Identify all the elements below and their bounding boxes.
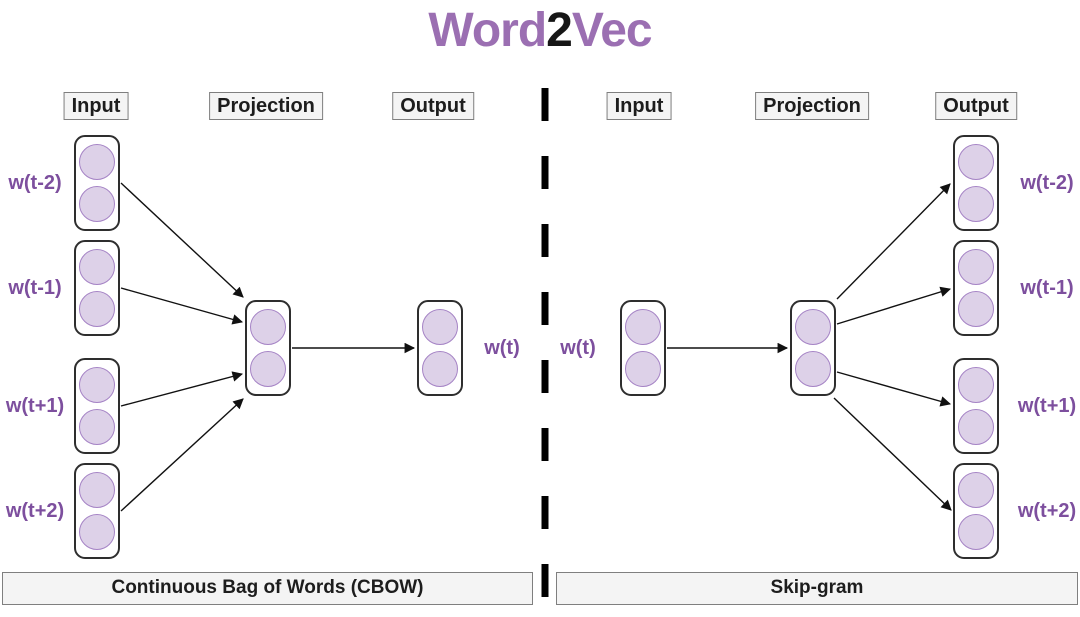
cbow-input-node-1	[74, 135, 120, 231]
arrow-skip-out1	[836, 183, 951, 300]
neuron-circle	[795, 351, 831, 388]
cbow-caption: Continuous Bag of Words (CBOW)	[2, 572, 533, 605]
neuron-circle	[250, 351, 286, 388]
neuron-circle	[422, 351, 458, 388]
skipgram-input-label: w(t)	[560, 337, 596, 359]
neuron-circle	[625, 308, 661, 345]
cbow-input-label-1: w(t-2)	[8, 172, 62, 194]
neuron-circle	[958, 366, 994, 403]
neuron-circle	[625, 351, 661, 388]
skipgram-output-node-4	[953, 463, 999, 559]
neuron-circle	[79, 291, 115, 328]
page-title: Word2Vec	[0, 4, 1080, 57]
arrow-skip-out2	[836, 286, 952, 325]
arrow-skip-out4	[833, 397, 952, 511]
neuron-circle	[79, 409, 115, 446]
neuron-circle	[958, 514, 994, 551]
title-vec: Vec	[571, 4, 653, 57]
skipgram-header-projection: Projection	[755, 92, 869, 120]
neuron-circle	[79, 471, 115, 508]
cbow-header-output: Output	[392, 92, 474, 120]
neuron-circle	[250, 308, 286, 345]
title-word: Word	[428, 4, 547, 57]
arrow-cbow-in4	[120, 398, 244, 512]
neuron-circle	[422, 308, 458, 345]
title-two: 2	[546, 4, 573, 57]
skipgram-input-node	[620, 300, 666, 396]
cbow-input-label-3: w(t+1)	[5, 395, 65, 417]
skipgram-projection-node	[790, 300, 836, 396]
arrow-cbow-in3	[120, 371, 244, 407]
neuron-circle	[958, 471, 994, 508]
cbow-projection-node	[245, 300, 291, 396]
neuron-circle	[79, 186, 115, 223]
neuron-circle	[79, 514, 115, 551]
cbow-input-node-3	[74, 358, 120, 454]
cbow-input-node-2	[74, 240, 120, 336]
neuron-circle	[958, 409, 994, 446]
skipgram-header-output: Output	[935, 92, 1017, 120]
skipgram-output-label-2: w(t-1)	[1020, 277, 1074, 299]
cbow-output-node	[417, 300, 463, 396]
skipgram-output-node-1	[953, 135, 999, 231]
skipgram-output-label-3: w(t+1)	[1017, 395, 1077, 417]
skipgram-output-label-1: w(t-2)	[1020, 172, 1074, 194]
skipgram-output-label-4: w(t+2)	[1017, 500, 1077, 522]
arrow-cbow-in1	[120, 182, 244, 298]
cbow-input-label-2: w(t-1)	[8, 277, 62, 299]
neuron-circle	[958, 186, 994, 223]
neuron-circle	[958, 248, 994, 285]
arrow-cbow-in2	[120, 287, 244, 325]
neuron-circle	[795, 308, 831, 345]
neuron-circle	[79, 366, 115, 403]
cbow-header-projection: Projection	[209, 92, 323, 120]
neuron-circle	[79, 143, 115, 180]
skipgram-output-node-3	[953, 358, 999, 454]
neuron-circle	[958, 143, 994, 180]
skipgram-caption: Skip-gram	[556, 572, 1078, 605]
cbow-input-label-4: w(t+2)	[5, 500, 65, 522]
cbow-output-label: w(t)	[484, 337, 520, 359]
neuron-circle	[79, 248, 115, 285]
arrow-skip-out3	[836, 371, 952, 407]
skipgram-output-node-2	[953, 240, 999, 336]
cbow-input-node-4	[74, 463, 120, 559]
skipgram-header-input: Input	[606, 92, 672, 120]
cbow-header-input: Input	[63, 92, 129, 120]
neuron-circle	[958, 291, 994, 328]
